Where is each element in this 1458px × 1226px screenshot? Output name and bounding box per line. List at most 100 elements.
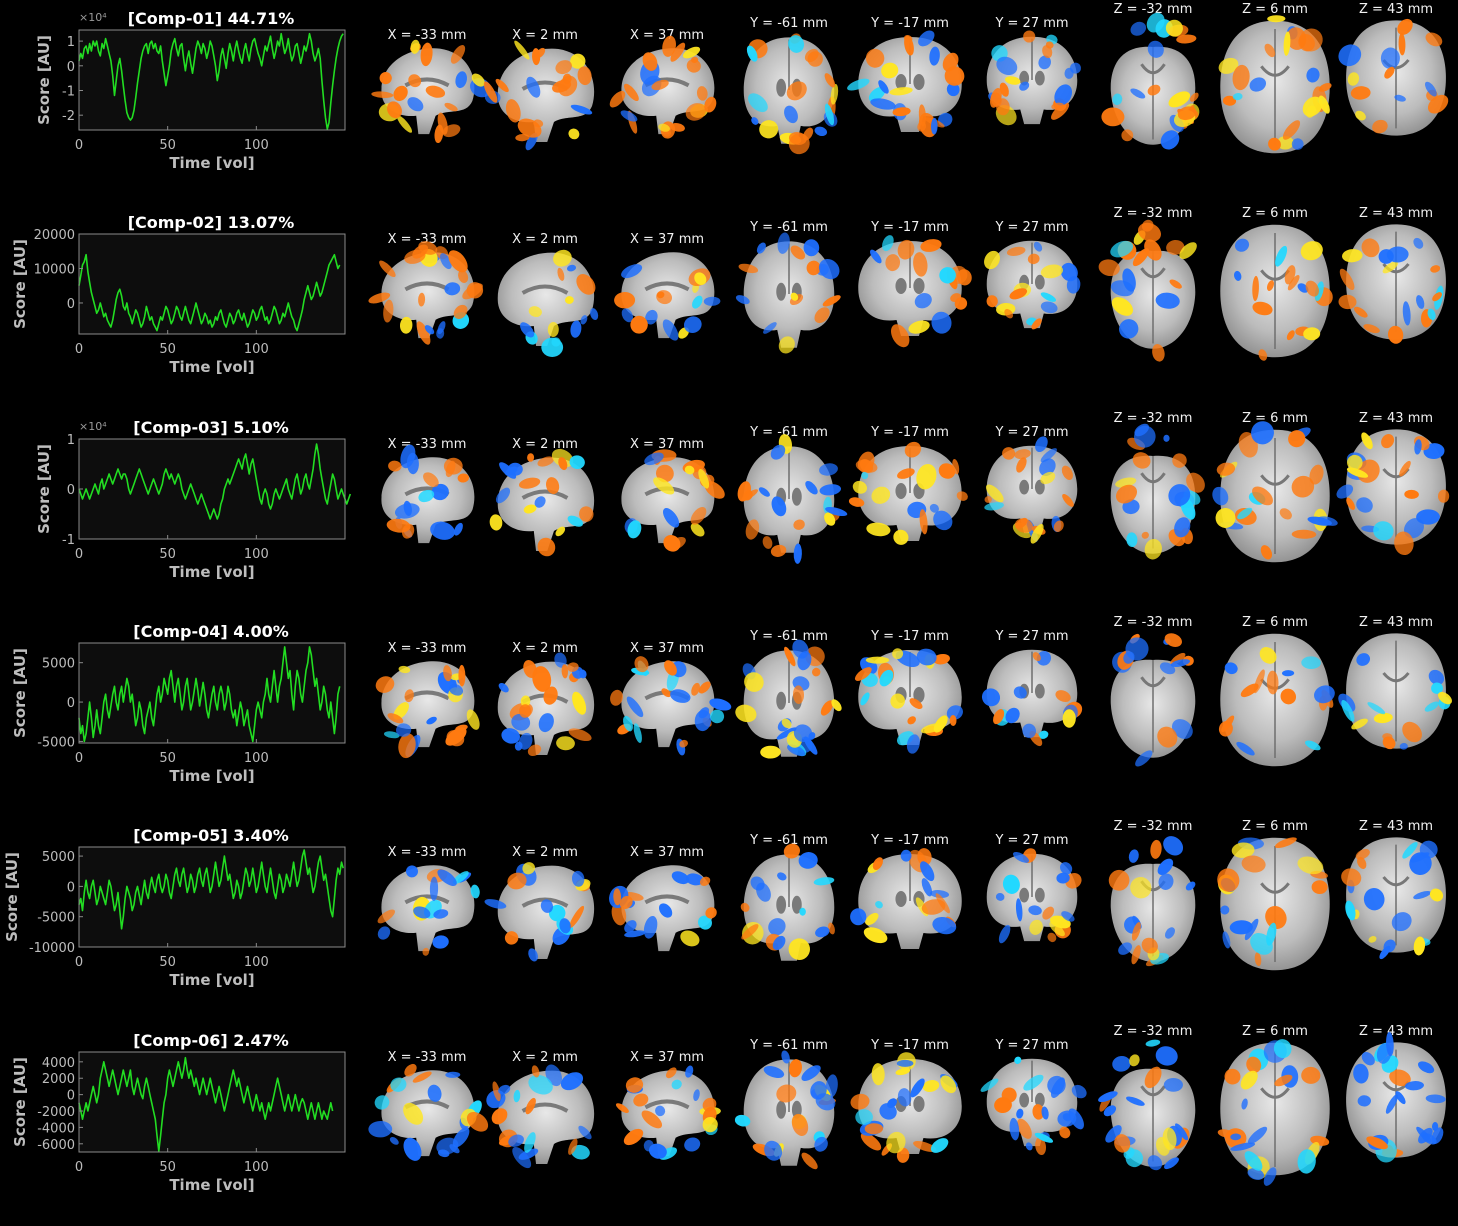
- activation-blob: [538, 713, 554, 732]
- activation-blob: [1112, 1055, 1131, 1072]
- activation-blob: [551, 337, 561, 347]
- activation-blob: [455, 724, 468, 732]
- activation-blob: [1341, 868, 1362, 887]
- activation-blob: [377, 909, 395, 924]
- activation-blob: [1155, 1045, 1178, 1066]
- activation-blob: [1130, 88, 1146, 99]
- activation-blob: [1391, 912, 1412, 932]
- activation-blob: [1168, 483, 1191, 506]
- slice-label: Y = -17 mm: [871, 220, 949, 236]
- chart-title: [Comp-04] 4.00%: [133, 622, 288, 641]
- activation-blob: [1040, 264, 1063, 279]
- brain-slice: [986, 30, 1081, 126]
- activation-blob: [486, 1089, 506, 1108]
- slice-label: Y = 27 mm: [995, 833, 1069, 849]
- activation-blob: [1023, 30, 1036, 43]
- activation-blob: [1042, 906, 1055, 920]
- activation-blob: [889, 87, 913, 96]
- activation-blob: [374, 1094, 390, 1110]
- activation-blob: [1040, 292, 1057, 303]
- activation-blob: [871, 1062, 885, 1085]
- activation-blob: [825, 506, 848, 516]
- activation-blob: [614, 292, 636, 309]
- activation-blob: [655, 464, 674, 482]
- activation-blob: [702, 1116, 718, 1132]
- activation-blob: [527, 452, 535, 462]
- activation-blob: [1288, 429, 1306, 447]
- activation-blob: [1049, 921, 1065, 937]
- activation-blob: [1438, 691, 1452, 705]
- activation-blob: [1155, 292, 1180, 310]
- activation-blob: [1166, 240, 1185, 256]
- activation-blob: [866, 522, 891, 536]
- activation-blob: [1145, 1039, 1161, 1047]
- activation-blob: [1157, 726, 1178, 748]
- activation-blob: [368, 292, 391, 304]
- activation-blob: [484, 899, 507, 909]
- brain-slice: [1212, 420, 1338, 562]
- x-axis-label: Time [vol]: [169, 358, 254, 376]
- x-tick-label: 0: [75, 1160, 83, 1175]
- activation-blob: [1015, 898, 1023, 922]
- activation-blob: [1216, 462, 1236, 476]
- brain-slice: [1338, 633, 1452, 750]
- activation-blob: [554, 652, 567, 668]
- activation-blob: [1418, 1127, 1433, 1143]
- brain-slice: [984, 241, 1081, 330]
- activation-blob: [375, 676, 395, 693]
- activation-blob: [1118, 942, 1133, 956]
- activation-blob: [615, 1102, 629, 1113]
- brain-slice: [1101, 12, 1200, 150]
- activation-blob: [996, 56, 1018, 76]
- slice-label: X = 37 mm: [629, 28, 705, 43]
- activation-blob: [907, 716, 916, 725]
- activation-blob: [824, 73, 836, 88]
- activation-blob: [1053, 520, 1064, 532]
- activation-blob: [505, 99, 521, 123]
- activation-blob: [1032, 651, 1041, 662]
- activation-blob: [1004, 76, 1021, 85]
- activation-blob: [690, 522, 705, 537]
- activation-blob: [680, 930, 700, 947]
- activation-blob: [1431, 1121, 1439, 1131]
- activation-blob: [1146, 12, 1165, 33]
- activation-blob: [1402, 301, 1411, 326]
- activation-blob: [696, 86, 708, 101]
- activation-blob: [432, 935, 449, 949]
- activation-blob: [458, 664, 466, 687]
- activation-blob: [580, 315, 588, 325]
- activation-blob: [436, 328, 445, 339]
- activation-blob: [1346, 467, 1369, 478]
- activation-blob: [1029, 919, 1043, 936]
- activation-blob: [645, 310, 658, 325]
- activation-blob: [735, 295, 750, 305]
- slice-label: Z = 43 mm: [1358, 614, 1434, 630]
- x-tick-label: 0: [75, 547, 83, 562]
- activation-blob: [768, 918, 786, 936]
- x-tick-label: 100: [244, 138, 269, 153]
- activation-blob: [1268, 137, 1281, 151]
- activation-blob: [519, 704, 532, 718]
- activation-blob: [422, 948, 430, 956]
- brain-slice: [984, 435, 1078, 544]
- activation-blob: [920, 239, 942, 253]
- activation-blob: [896, 1059, 914, 1067]
- activation-blob: [918, 104, 926, 127]
- x-tick-label: 0: [75, 955, 83, 970]
- activation-blob: [383, 299, 394, 323]
- activation-blob: [662, 35, 676, 57]
- activation-blob: [396, 115, 413, 133]
- activation-blob: [1222, 95, 1237, 106]
- activation-blob: [1338, 294, 1357, 310]
- activation-blob: [1224, 662, 1238, 674]
- activation-blob: [1101, 107, 1125, 127]
- activation-blob: [916, 648, 937, 666]
- activation-blob: [778, 336, 795, 354]
- activation-blob: [1346, 497, 1355, 510]
- activation-blob: [694, 272, 707, 286]
- x-tick-label: 50: [159, 138, 176, 153]
- activation-blob: [740, 903, 750, 913]
- activation-blob: [403, 1102, 424, 1125]
- activation-blob: [1274, 837, 1297, 849]
